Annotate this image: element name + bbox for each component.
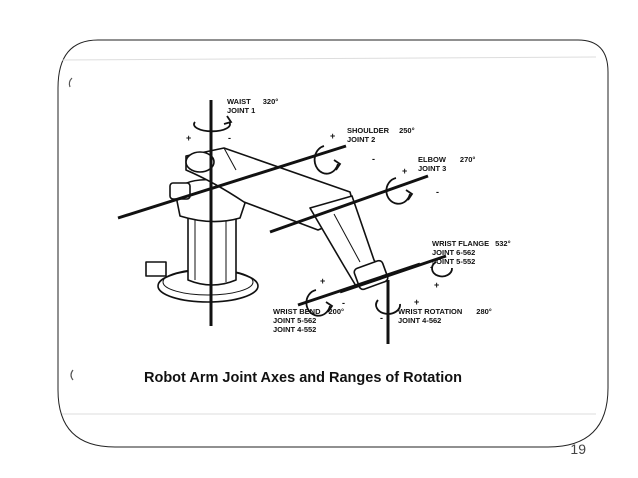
waist-plus-sign: + xyxy=(186,133,191,143)
scan-edge-top xyxy=(61,56,597,61)
shoulder-label-joint: JOINT 2 xyxy=(347,135,375,144)
elbow-axis xyxy=(269,174,429,234)
wrist-flange-label-name: WRIST FLANGE xyxy=(432,239,489,248)
diagram-caption: Robot Arm Joint Axes and Ranges of Rotat… xyxy=(144,370,462,386)
wrist-flange-rotation-arrow xyxy=(431,261,453,278)
slide-frame xyxy=(57,39,609,448)
page-number: 19 xyxy=(570,441,586,457)
wrist-bend-rotation-arrow xyxy=(305,289,331,317)
elbow-arrowhead xyxy=(405,189,414,201)
upper-arm-edge xyxy=(223,147,237,171)
wrist-bend-axis xyxy=(297,262,421,307)
scan-mark-bottom xyxy=(70,369,74,381)
robot-arm-drawing xyxy=(145,147,389,303)
wrist-bend-label-name: WRIST BEND xyxy=(273,307,321,316)
wrist-flange-label-joint2: JOINT 5-552 xyxy=(432,257,475,266)
waist-label-joint: JOINT 1 xyxy=(227,106,255,115)
waist-label-range: 320° xyxy=(263,97,279,106)
wrist-bend-label-range: 200° xyxy=(329,307,345,316)
scan-mark-top xyxy=(68,77,73,88)
wrist-rotation-minus-sign: - xyxy=(380,313,383,323)
wrist-flange-minus-sign: - xyxy=(430,262,433,272)
elbow-label-joint: JOINT 3 xyxy=(418,164,446,173)
waist-rotation-arrow xyxy=(193,121,231,133)
shoulder-plus-sign: + xyxy=(330,131,335,141)
shoulder-rotation-arrow xyxy=(313,145,339,175)
wrist-bend-arrowhead xyxy=(325,301,334,313)
wrist-flange-label-joint: JOINT 6-562 xyxy=(432,248,475,257)
wrist-rotation-label-range: 280° xyxy=(476,307,492,316)
wrist-rotation-label-name: WRIST ROTATION xyxy=(398,307,462,316)
elbow-plus-sign: + xyxy=(402,166,407,176)
shoulder-minus-sign: - xyxy=(372,154,375,164)
shoulder-label-name: SHOULDER xyxy=(347,126,390,135)
wrist-bend-label-joint: JOINT 5-562 xyxy=(273,316,316,325)
shoulder-axis xyxy=(117,144,347,220)
wrist-flange-label-range: 532° xyxy=(495,239,511,248)
elbow-label-range: 270° xyxy=(460,155,476,164)
elbow-minus-sign: - xyxy=(436,187,439,197)
waist-arrowhead xyxy=(223,115,233,125)
wrist-flange-plus-sign: + xyxy=(434,280,439,290)
wrist-bend-minus-sign: - xyxy=(342,298,345,308)
joint-axes xyxy=(117,100,447,344)
wrist-bend-label-joint2: JOINT 4-552 xyxy=(273,325,316,334)
wrist-rotation-plus-sign: + xyxy=(414,297,419,307)
wrist-bend-plus-sign: + xyxy=(320,276,325,286)
elbow-label-name: ELBOW xyxy=(418,155,447,164)
robot-base-connector xyxy=(145,261,167,277)
elbow-rotation-arrow xyxy=(385,177,411,205)
wrist-rotation-arrow xyxy=(375,299,401,315)
waist-minus-sign: - xyxy=(228,133,231,143)
rotation-arrows xyxy=(193,115,453,317)
robot-shoulder-cap xyxy=(185,151,215,173)
wrist-rotation-label-joint: JOINT 4-562 xyxy=(398,316,441,325)
forearm-edge xyxy=(333,213,361,263)
shoulder-arrowhead xyxy=(333,159,342,171)
shoulder-label-range: 250° xyxy=(399,126,415,135)
waist-label-name: WAIST xyxy=(227,97,251,106)
